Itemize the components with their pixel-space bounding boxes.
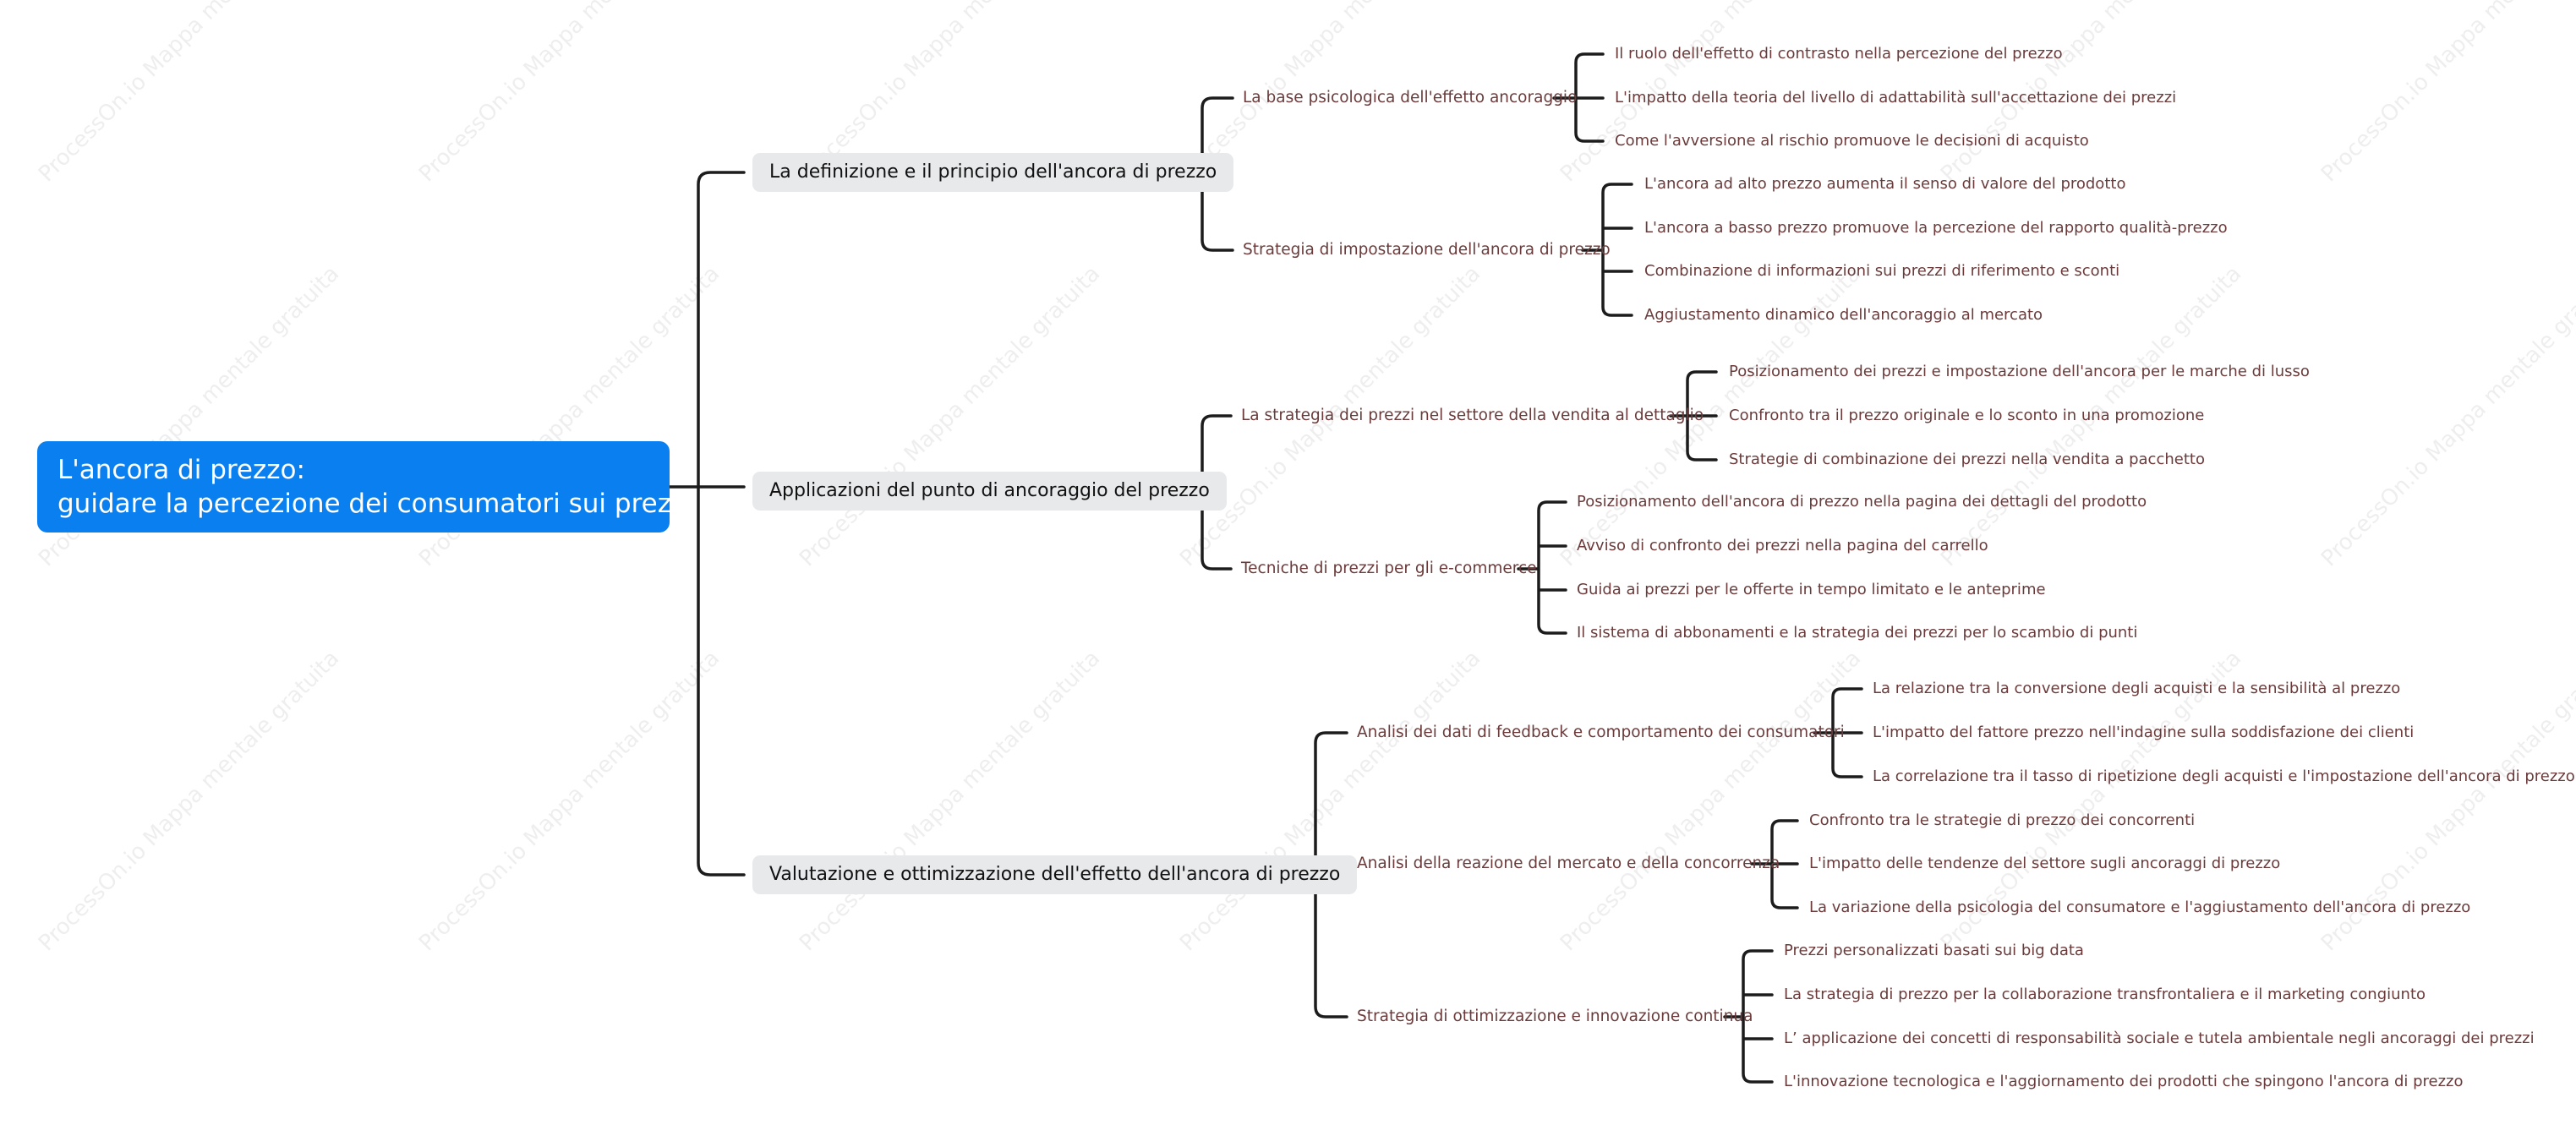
leaf-topic[interactable]: L'impatto delle tendenze del settore sug…	[1809, 855, 2281, 872]
leaf-topic[interactable]: L'innovazione tecnologica e l'aggiorname…	[1784, 1073, 2464, 1090]
subtopic-ottimizzazione-innovazione[interactable]: Strategia di ottimizzazione e innovazion…	[1357, 1008, 1753, 1025]
root-title-line-2: guidare la percezione dei consumatori su…	[57, 489, 692, 519]
leaf-topic[interactable]: Il sistema di abbonamenti e la strategia…	[1577, 624, 2138, 642]
subtopic-strategia-impostazione[interactable]: Strategia di impostazione dell'ancora di…	[1243, 241, 1611, 259]
leaf-topic[interactable]: Posizionamento dei prezzi e impostazione…	[1729, 363, 2310, 380]
root-title-line-1: L'ancora di prezzo:	[57, 455, 305, 485]
leaf-topic[interactable]: L'impatto del fattore prezzo nell'indagi…	[1873, 724, 2415, 741]
main-topic-definizione[interactable]: La definizione e il principio dell'ancor…	[752, 153, 1234, 192]
root-topic[interactable]: L'ancora di prezzo: guidare la percezion…	[37, 441, 692, 532]
leaf-topic[interactable]: La relazione tra la conversione degli ac…	[1873, 680, 2401, 697]
main-topic-applicazioni[interactable]: Applicazioni del punto di ancoraggio del…	[752, 472, 1227, 511]
connector-bracket	[1750, 819, 1799, 909]
subtopic-analisi-mercato[interactable]: Analisi della reazione del mercato e del…	[1357, 855, 1780, 872]
leaf-topic[interactable]: L'ancora a basso prezzo promuove la perc…	[1644, 219, 2228, 237]
subtopic-base-psicologica[interactable]: La base psicologica dell'effetto ancorag…	[1243, 89, 1578, 106]
leaf-topic[interactable]: Aggiustamento dinamico dell'ancoraggio a…	[1644, 306, 2043, 324]
leaf-topic[interactable]: Combinazione di informazioni sui prezzi …	[1644, 262, 2120, 280]
leaf-topic[interactable]: Confronto tra il prezzo originale e lo s…	[1729, 407, 2205, 424]
leaf-topic[interactable]: Posizionamento dell'ancora di prezzo nel…	[1577, 493, 2147, 511]
connector-bracket	[1723, 949, 1774, 1084]
connector-bracket	[1552, 52, 1605, 143]
leaf-topic[interactable]: La correlazione tra il tasso di ripetizi…	[1873, 767, 2575, 785]
leaf-topic[interactable]: Il ruolo dell'effetto di contrasto nella…	[1615, 45, 2063, 63]
subtopic-vendita-dettaglio[interactable]: La strategia dei prezzi nel settore dell…	[1241, 407, 1704, 424]
leaf-topic[interactable]: Prezzi personalizzati basati sui big dat…	[1784, 942, 2084, 959]
leaf-topic[interactable]: Guida ai prezzi per le offerte in tempo …	[1577, 581, 2046, 598]
leaf-topic[interactable]: L'impatto della teoria del livello di ad…	[1615, 89, 2177, 106]
leaf-topic[interactable]: La strategia di prezzo per la collaboraz…	[1784, 986, 2426, 1003]
connector-bracket	[1517, 500, 1567, 635]
connector-bracket	[1581, 183, 1633, 317]
connector-bracket	[1669, 370, 1718, 462]
leaf-topic[interactable]: Avviso di confronto dei prezzi nella pag…	[1577, 537, 1988, 554]
leaf-topic[interactable]: L'ancora ad alto prezzo aumenta il senso…	[1644, 175, 2126, 193]
connector-bracket	[1813, 687, 1863, 778]
leaf-topic[interactable]: Confronto tra le strategie di prezzo dei…	[1809, 811, 2196, 829]
subtopic-e-commerce[interactable]: Tecniche di prezzi per gli e-commerce	[1241, 560, 1537, 577]
leaf-topic[interactable]: La variazione della psicologia del consu…	[1809, 898, 2471, 916]
leaf-topic[interactable]: Strategie di combinazione dei prezzi nel…	[1729, 451, 2205, 468]
leaf-topic[interactable]: Come l'avversione al rischio promuove le…	[1615, 132, 2089, 150]
connector-bracket	[668, 171, 746, 877]
leaf-topic[interactable]: L’ applicazione dei concetti di responsa…	[1784, 1030, 2535, 1047]
main-topic-valutazione[interactable]: Valutazione e ottimizzazione dell'effett…	[752, 855, 1358, 894]
subtopic-analisi-feedback[interactable]: Analisi dei dati di feedback e comportam…	[1357, 724, 1845, 741]
